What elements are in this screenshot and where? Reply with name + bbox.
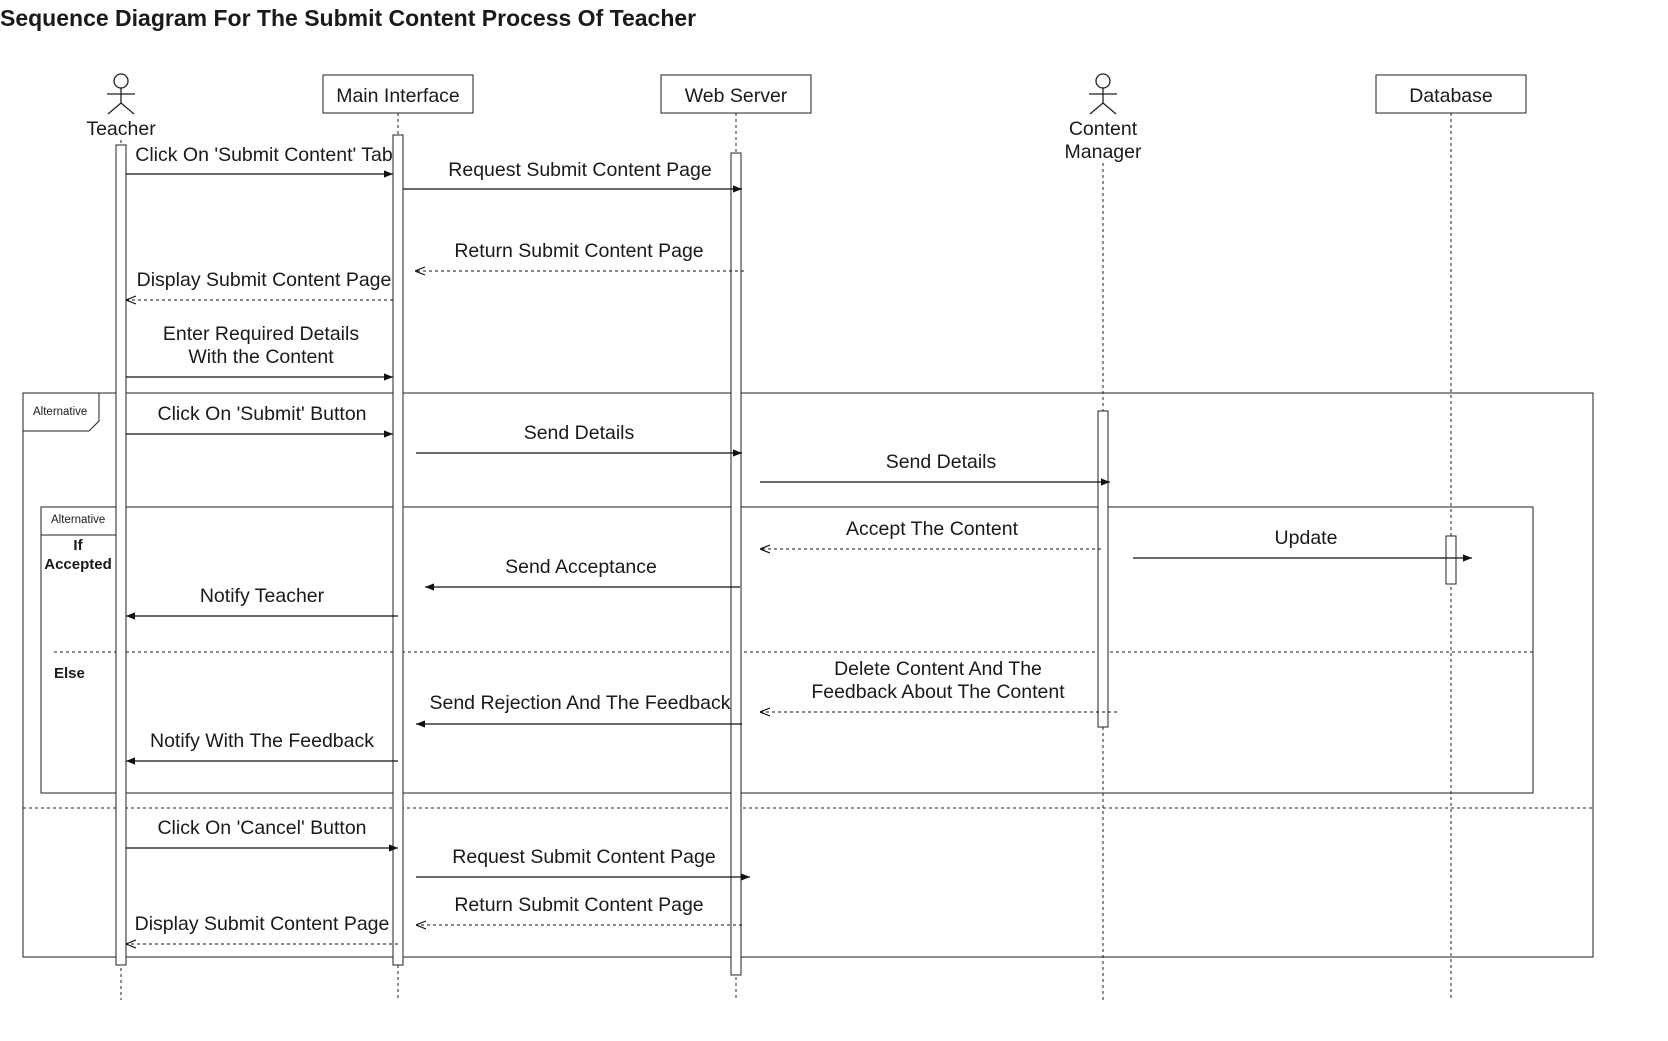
message-label: Send Rejection And The Feedback (429, 692, 730, 714)
participant-box (322, 74, 474, 114)
message-label: With the Content (188, 346, 334, 368)
activation-teacher (115, 144, 127, 966)
message-label: Click On 'Submit' Button (157, 403, 366, 425)
message: Notify Teacher (126, 585, 398, 620)
fragment-frame (22, 392, 1594, 958)
message: Accept The Content (760, 518, 1101, 549)
message-label: Display Submit Content Page (137, 269, 392, 291)
message-label: Update (1275, 527, 1338, 549)
actor-icon (1089, 73, 1117, 115)
participant-label: Main Interface (336, 85, 460, 107)
participant-label: Teacher (86, 118, 156, 140)
message-label: Return Submit Content Page (454, 240, 703, 262)
message-label: Request Submit Content Page (448, 159, 711, 181)
actor-icon (107, 73, 135, 115)
message: Send Acceptance (425, 556, 740, 591)
message: Click On 'Cancel' Button (126, 817, 398, 852)
participant-main: Main Interface (322, 74, 474, 114)
message-label: Send Details (524, 422, 635, 444)
fragment-frame (40, 506, 1534, 794)
activation-main (392, 134, 404, 966)
message: Send Details (760, 451, 1110, 486)
message: Send Rejection And The Feedback (416, 692, 742, 728)
message-label: Request Submit Content Page (452, 846, 715, 868)
message: Display Submit Content Page (126, 269, 393, 300)
message-label: Delete Content And The (834, 658, 1042, 680)
fragment-operator-tab (23, 393, 100, 432)
message: Notify With The Feedback (126, 730, 398, 765)
participant-teacher: Teacher (86, 73, 156, 140)
participant-web: Web Server (660, 74, 812, 114)
message-label: Click On 'Cancel' Button (157, 817, 366, 839)
participant-label: Database (1409, 85, 1492, 107)
message: Request Submit Content Page (403, 159, 742, 193)
fragment-outer: Alternative (22, 392, 1594, 958)
message-label: Display Submit Content Page (135, 913, 390, 935)
message-label: Enter Required Details (163, 323, 359, 345)
activation-db (1445, 535, 1457, 585)
activation-web (730, 152, 742, 976)
lifelines (120, 113, 1452, 1000)
fragment-operator: Alternative (33, 406, 87, 418)
diagram-title: Sequence Diagram For The Submit Content … (0, 5, 696, 31)
message-label: Notify Teacher (200, 585, 325, 607)
message: Display Submit Content Page (126, 913, 398, 944)
participant-db: Database (1375, 74, 1527, 114)
participant-label: Content (1069, 118, 1138, 140)
participant-label: Manager (1065, 141, 1142, 163)
fragment-operator: Alternative (51, 514, 105, 526)
activation-bars (115, 134, 1457, 976)
message-label: Click On 'Submit Content' Tab (135, 144, 393, 166)
fragment-guard: Else (54, 665, 85, 682)
message-label: Accept The Content (846, 518, 1019, 540)
message: Request Submit Content Page (416, 846, 750, 881)
message: Click On 'Submit Content' Tab (126, 144, 393, 178)
message: Update (1133, 527, 1472, 562)
activation-cm (1097, 410, 1109, 728)
message-label: Return Submit Content Page (454, 894, 703, 916)
message: Return Submit Content Page (416, 894, 742, 925)
participant-box (660, 74, 812, 114)
message: Click On 'Submit' Button (126, 403, 393, 438)
message-label: Send Details (886, 451, 997, 473)
message-label: Notify With The Feedback (150, 730, 374, 752)
message: Return Submit Content Page (415, 240, 744, 271)
participant-label: Web Server (685, 85, 788, 107)
message-label: Feedback About The Content (811, 681, 1065, 703)
message: Send Details (416, 422, 742, 457)
participant-box (1375, 74, 1527, 114)
message-label: Send Acceptance (505, 556, 657, 578)
